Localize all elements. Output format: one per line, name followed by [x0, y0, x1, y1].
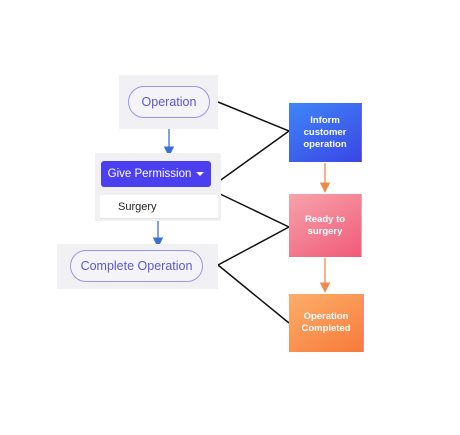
- give-permission-label: Give Permission: [107, 168, 192, 180]
- dropdown-option-surgery[interactable]: Surgery: [100, 195, 218, 219]
- connector-permission-inform: [217, 130, 290, 183]
- connector-permission-ready: [217, 192, 290, 228]
- ready-to-surgery-box: Ready to surgery: [289, 194, 362, 257]
- connector-operation-inform: [217, 101, 290, 132]
- operation-completed-box: Operation Completed: [289, 294, 364, 352]
- give-permission-dropdown[interactable]: Give Permission: [101, 161, 211, 187]
- connector-complete-completed: [217, 264, 290, 324]
- chevron-down-icon: [196, 172, 205, 176]
- operation-button[interactable]: Operation: [128, 86, 210, 118]
- connector-complete-ready: [217, 226, 290, 266]
- inform-customer-operation-box: Inform customer operation: [289, 103, 362, 162]
- complete-operation-button[interactable]: Complete Operation: [70, 250, 203, 282]
